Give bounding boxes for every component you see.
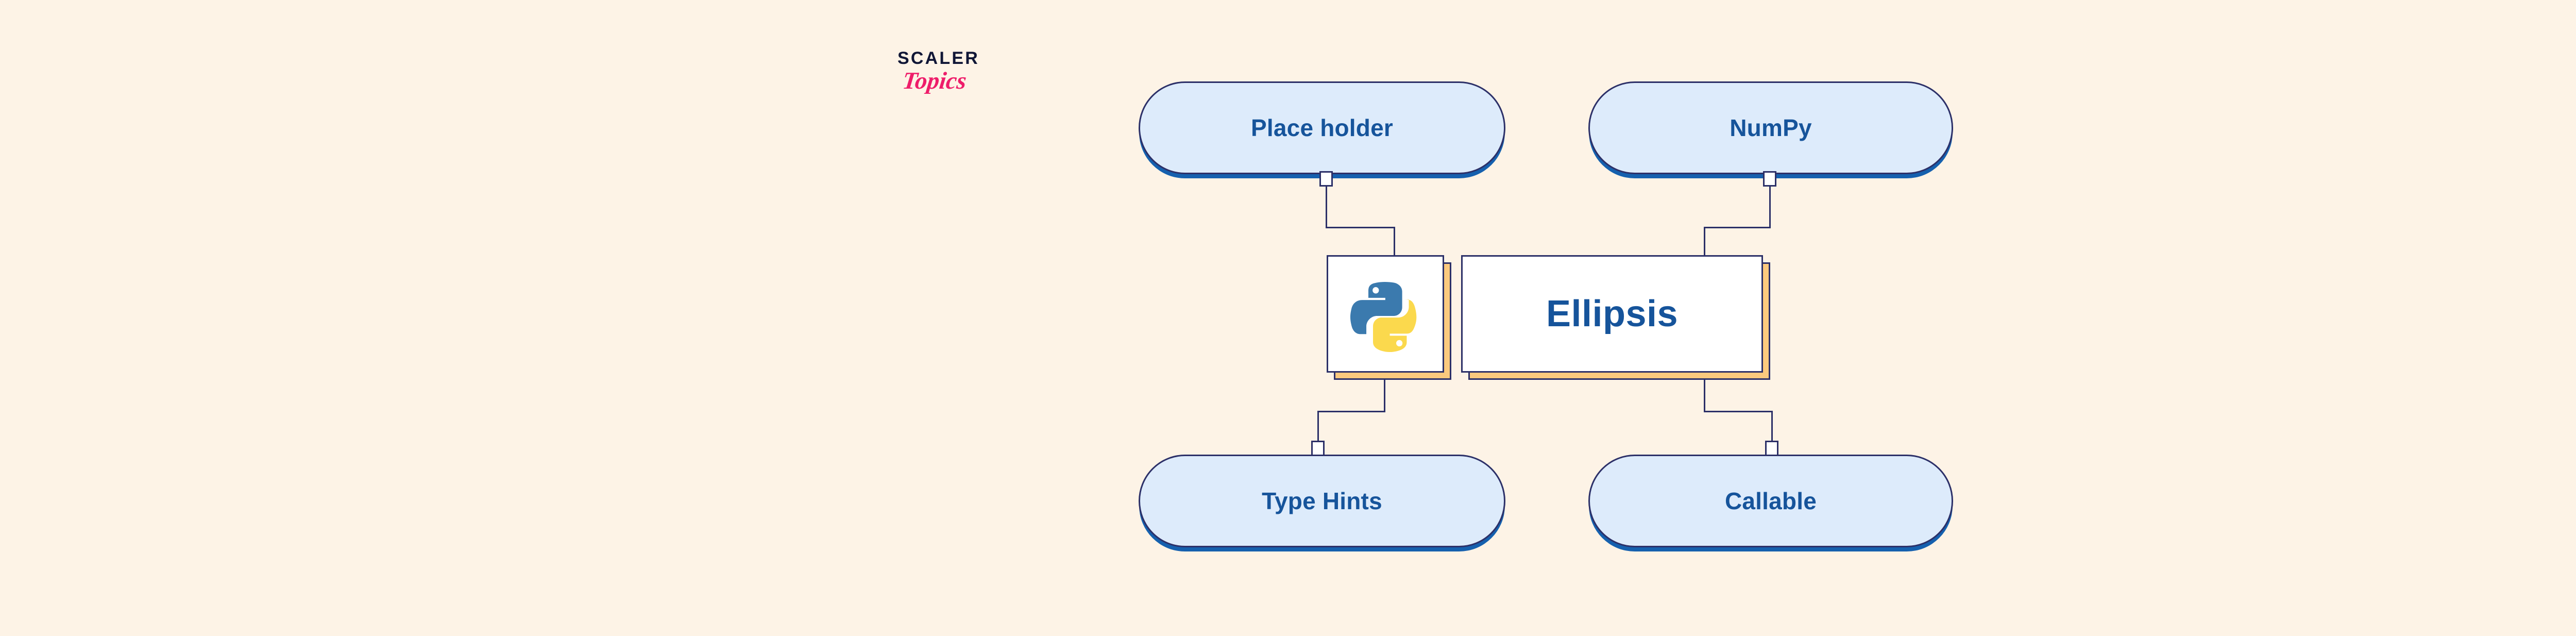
connector-typehints-segment-1	[1384, 371, 1385, 412]
ellipsis-title-card: Ellipsis	[1461, 255, 1763, 373]
node-place-holder-label: Place holder	[1251, 114, 1393, 141]
node-place-holder[interactable]: Place holder	[1139, 81, 1505, 174]
python-logo-card	[1327, 255, 1444, 373]
node-callable-label: Callable	[1724, 488, 1817, 514]
connector-numpy-segment-2	[1704, 227, 1771, 228]
logo-topics-text: Topics	[901, 68, 968, 94]
node-type-hints[interactable]: Type Hints	[1139, 455, 1505, 547]
connector-callable-segment-1	[1704, 371, 1705, 412]
logo-scaler-text: SCALER	[897, 48, 979, 68]
node-type-hints-label: Type Hints	[1262, 488, 1382, 514]
connector-junction-numpy	[1763, 171, 1776, 187]
connector-numpy-segment-3	[1704, 227, 1705, 258]
connector-callable-segment-3	[1771, 411, 1773, 456]
connector-numpy-segment-1	[1769, 174, 1771, 228]
connector-junction-callable	[1765, 441, 1778, 456]
connector-typehints-segment-2	[1317, 411, 1385, 412]
connector-placeholder-segment-2	[1326, 227, 1395, 228]
connector-junction-place-holder	[1319, 171, 1333, 187]
connector-placeholder-segment-1	[1326, 174, 1327, 228]
connector-placeholder-segment-3	[1394, 227, 1395, 258]
connector-typehints-segment-3	[1317, 411, 1319, 456]
ellipsis-title: Ellipsis	[1546, 293, 1679, 334]
python-icon	[1350, 281, 1417, 353]
connector-callable-segment-2	[1704, 411, 1773, 412]
node-callable[interactable]: Callable	[1588, 455, 1953, 547]
connector-junction-type-hints	[1311, 441, 1325, 456]
node-numpy-label: NumPy	[1730, 114, 1812, 141]
node-numpy[interactable]: NumPy	[1588, 81, 1953, 174]
scaler-topics-logo: SCALER Topics	[897, 49, 1052, 116]
